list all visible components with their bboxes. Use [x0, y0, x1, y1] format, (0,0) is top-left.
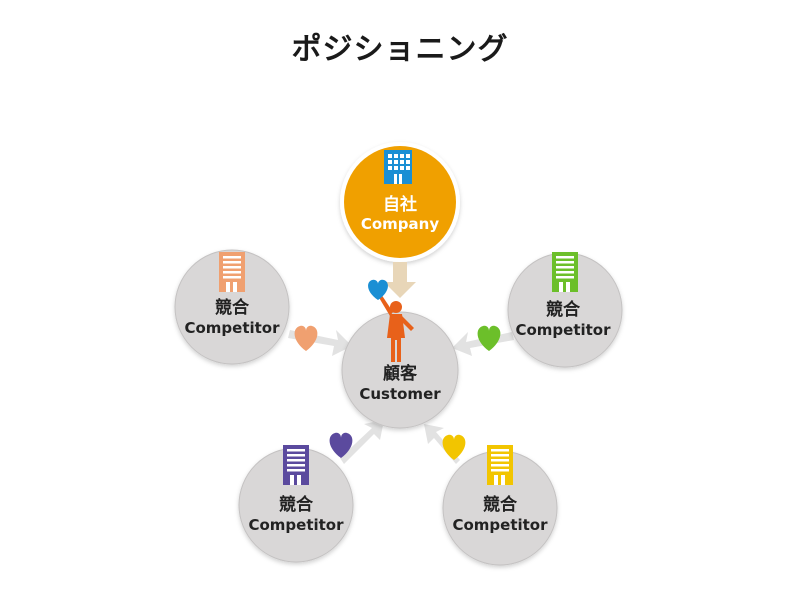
- company-label-en: Company: [361, 215, 439, 233]
- arrow-company: [384, 262, 416, 298]
- customer-label-en: Customer: [359, 385, 441, 403]
- competitor-node-right: 競合 Competitor: [507, 252, 623, 368]
- competitor-heart-icon-bottom-right: [442, 434, 466, 460]
- arrow-competitor-bottom-left: [340, 420, 384, 464]
- competitor-node-bottom-left: 競合 Competitor: [238, 445, 354, 563]
- competitor-label-en: Competitor: [184, 319, 280, 337]
- competitor-building-icon: [283, 445, 309, 485]
- competitor-label-en: Competitor: [248, 516, 344, 534]
- company-node-inner: [344, 146, 456, 258]
- competitor-heart-icon-bottom-left: [329, 432, 353, 458]
- competitor-building-icon: [487, 445, 513, 485]
- competitor-label-ja: 競合: [546, 299, 581, 320]
- company-building-icon: [384, 150, 412, 184]
- competitor-building-icon: [219, 252, 245, 292]
- page-title: ポジショニング: [291, 32, 509, 67]
- competitor-node-bottom-right: 競合 Competitor: [442, 445, 558, 566]
- customer-label-ja: 顧客: [383, 363, 418, 384]
- competitor-label-ja: 競合: [215, 297, 250, 318]
- competitor-building-icon: [552, 252, 578, 292]
- competitor-label-en: Competitor: [515, 321, 611, 339]
- competitor-heart-icon-right: [477, 325, 501, 351]
- competitor-label-ja: 競合: [279, 494, 314, 515]
- customer-node: [341, 311, 459, 429]
- customer-heart-icon: [368, 279, 388, 300]
- competitor-heart-icon-left: [294, 325, 318, 351]
- competitor-label-en: Competitor: [452, 516, 548, 534]
- company-label-ja: 自社: [383, 194, 417, 215]
- competitor-label-ja: 競合: [483, 494, 518, 515]
- competitor-node-left: 競合 Competitor: [174, 249, 290, 365]
- customer-figure-icon: [378, 294, 414, 362]
